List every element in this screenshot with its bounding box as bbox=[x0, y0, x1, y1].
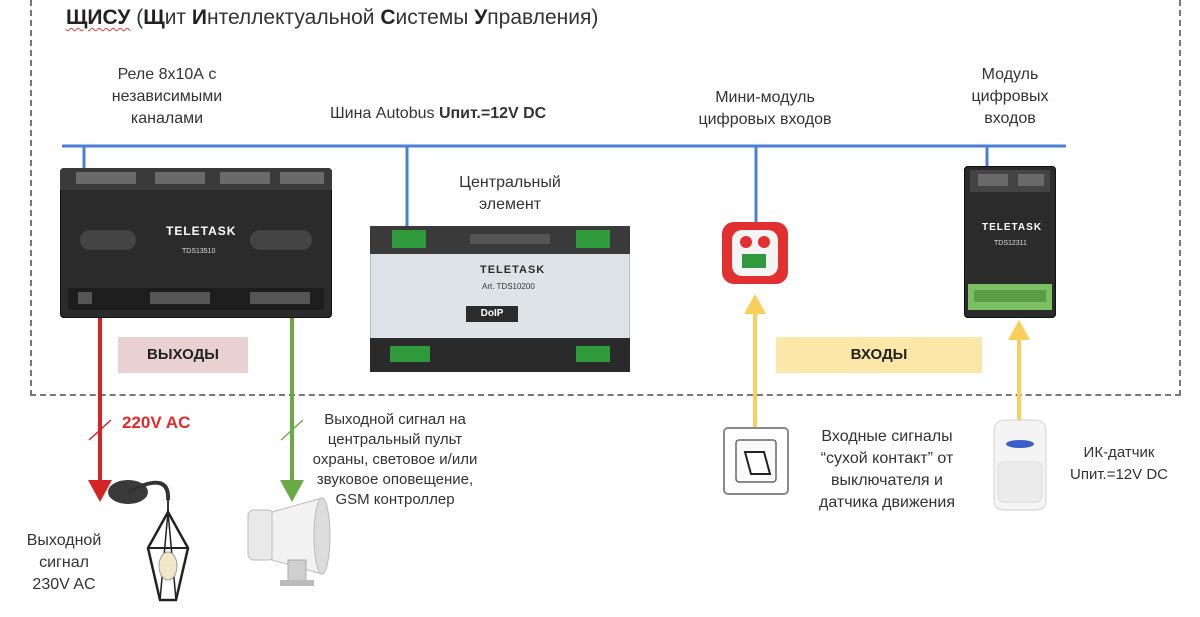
central-brand: TELETASK bbox=[480, 264, 546, 276]
yellow-arrow-head-switch bbox=[744, 294, 766, 314]
red-slash bbox=[88, 419, 112, 441]
green-arrow-head bbox=[280, 480, 304, 502]
relay-brand: TELETASK bbox=[166, 224, 237, 238]
page-title: ЩИСУ (Щит Интеллектуальной Системы Управ… bbox=[66, 6, 599, 29]
yellow-arrow-head-pir bbox=[1008, 320, 1030, 340]
cabinet-frame bbox=[30, 0, 1181, 396]
lamp-output-label: Выходной сигнал 230V AC bbox=[26, 532, 102, 593]
input-module-model: TDS12311 bbox=[994, 240, 1027, 247]
signal-output-label: Выходной сигнал на центральный пульт охр… bbox=[312, 411, 478, 508]
input-module: TELETASK TDS12311 bbox=[964, 166, 1056, 318]
central-unit: TELETASK Art. TDS10200 DoIP bbox=[370, 226, 630, 372]
input-module-brand: TELETASK bbox=[982, 222, 1043, 233]
relay-module: TELETASK TDS13510 bbox=[60, 168, 332, 318]
bus-label: Шина Autobus Uпит.=12V DC bbox=[330, 105, 547, 122]
inputs-badge: ВХОДЫ bbox=[776, 337, 982, 373]
relay-model: TDS13510 bbox=[182, 248, 216, 255]
input-module-label: Модуль цифровых входов bbox=[971, 66, 1049, 127]
mini-module-label: Мини-модуль цифровых входов bbox=[698, 89, 832, 128]
outputs-badge: ВЫХОДЫ bbox=[118, 337, 248, 373]
mini-input-module bbox=[722, 222, 788, 284]
green-slash bbox=[280, 419, 304, 441]
red-arrow-head bbox=[88, 480, 112, 502]
relay-label: Реле 8х10А с независимыми каналами bbox=[111, 66, 223, 127]
dry-contact-label: Входные сигналы “сухой контакт” от выклю… bbox=[819, 428, 955, 511]
central-doip: DoIP bbox=[466, 306, 518, 322]
pir-sensor-label: ИК-датчик Uпит.=12V DC bbox=[1070, 444, 1168, 483]
central-label: Центральный элемент bbox=[459, 174, 561, 213]
central-model: Art. TDS10200 bbox=[482, 282, 535, 291]
voltage-label: 220V AC bbox=[122, 413, 191, 432]
